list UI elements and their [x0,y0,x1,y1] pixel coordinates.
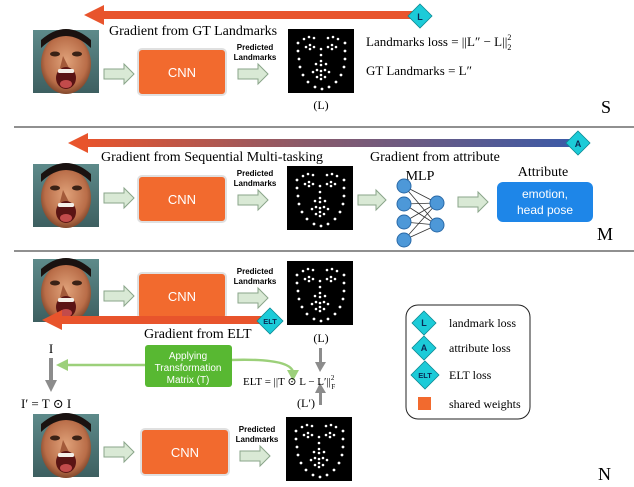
cnn-box: CNN [137,272,227,320]
flow-arrow [239,444,271,468]
attribute-loss-diamond: A [565,130,591,156]
input-label: I [49,341,53,356]
gradient-label: Gradient from ELT [144,327,252,342]
diamond-label: A [575,139,582,149]
attribute-line: emotion, [522,187,568,201]
cnn-box: CNN [137,175,227,223]
landmark-loss-diamond: L [407,3,433,29]
diamond-label: ELT [263,317,277,326]
mlp-network [396,178,445,248]
predicted-landmarks-label: Landmarks [236,435,279,444]
gradient-arrow-gt [84,5,418,25]
attribute-line: head pose [517,203,573,217]
transform-arrowhead [56,359,68,371]
legend-item: shared weights [418,397,521,411]
flow-arrow [103,440,135,464]
gradient-arrow-elt [42,310,268,330]
diamond-label: L [417,12,423,22]
gradient-label: Gradient from GT Landmarks [109,24,277,39]
landmark-caption: (L) [313,98,328,112]
legend-symbol: L [421,318,427,328]
landmark-caption: (L) [313,331,328,345]
transform-arrowhead [287,370,299,381]
legend: L landmark loss A attribute loss ELT ELT… [405,304,531,420]
legend-item: L landmark loss [411,310,516,336]
cnn-label: CNN [171,445,199,460]
gradient-label: Gradient from Sequential Multi-tasking [101,150,323,165]
transform-line: Transformation [155,363,222,374]
input-face-image [33,258,99,323]
section-n: CNN Predicted Landmarks ELT Gradient fro… [21,258,611,484]
gradient-attribute-label: Gradient from attribute [370,150,500,165]
gray-arrow [45,358,57,392]
gray-arrow [315,348,326,372]
flow-arrow [237,188,269,212]
gt-landmarks-equation: GT Landmarks = L″ [366,63,472,78]
input-face-image [33,163,99,228]
mlp-label: MLP [406,169,435,184]
landmark-image [286,417,352,481]
transformed-input-label: I′ = T ⊙ I [21,396,71,411]
predicted-landmarks-label: Landmarks [234,179,277,188]
legend-symbol: ELT [418,371,432,380]
attribute-box: emotion, head pose [497,182,593,222]
cnn-box: CNN [137,48,227,96]
legend-label: attribute loss [449,341,511,355]
cnn-label: CNN [168,192,196,207]
section-m: A Gradient from Sequential Multi-tasking… [33,130,613,248]
predicted-landmarks-label: Landmarks [234,277,277,286]
cnn-label: CNN [168,65,196,80]
predicted-landmarks-label: Predicted [237,169,274,178]
gradient-arrow-multitask [68,133,576,153]
input-face-image [33,29,99,94]
landmark-image [287,261,353,325]
transform-arrows [65,358,295,373]
transformation-box: Applying Transformation Matrix (T) [145,345,232,387]
legend-label: landmark loss [449,316,516,330]
flow-arrow [237,286,269,310]
landmark-image [288,29,354,93]
cnn-box: CNN [140,428,230,476]
flow-arrow [357,188,387,212]
legend-symbol: A [421,343,428,353]
section-tag-m: M [597,224,613,244]
landmark-caption: (L′) [297,396,315,410]
predicted-landmarks-label: Predicted [237,43,274,52]
gray-arrow [315,383,326,405]
legend-item: ELT ELT loss [410,360,492,390]
predicted-landmarks-label: Predicted [237,267,274,276]
cnn-label: CNN [168,289,196,304]
landmark-image [287,166,353,230]
section-tag-s: S [601,97,611,117]
flow-arrow [103,62,135,86]
transformed-face-image [33,413,99,478]
legend-label: ELT loss [449,368,492,382]
section-s: L Gradient from GT Landmarks CNN Predict… [33,3,611,117]
flow-arrow [237,62,269,86]
predicted-landmarks-label: Predicted [239,425,276,434]
shared-weights-swatch [418,397,431,410]
flow-arrow [103,186,135,210]
legend-item: A attribute loss [411,335,511,361]
legend-label: shared weights [449,397,521,411]
transform-line: Matrix (T) [167,375,210,386]
predicted-landmarks-label: Landmarks [234,53,277,62]
section-tag-n: N [598,464,611,484]
transform-line: Applying [169,351,207,362]
flow-arrow [457,190,489,214]
flow-arrow [103,284,135,308]
elt-loss-diamond: ELT [256,307,284,335]
attribute-title: Attribute [518,165,569,180]
